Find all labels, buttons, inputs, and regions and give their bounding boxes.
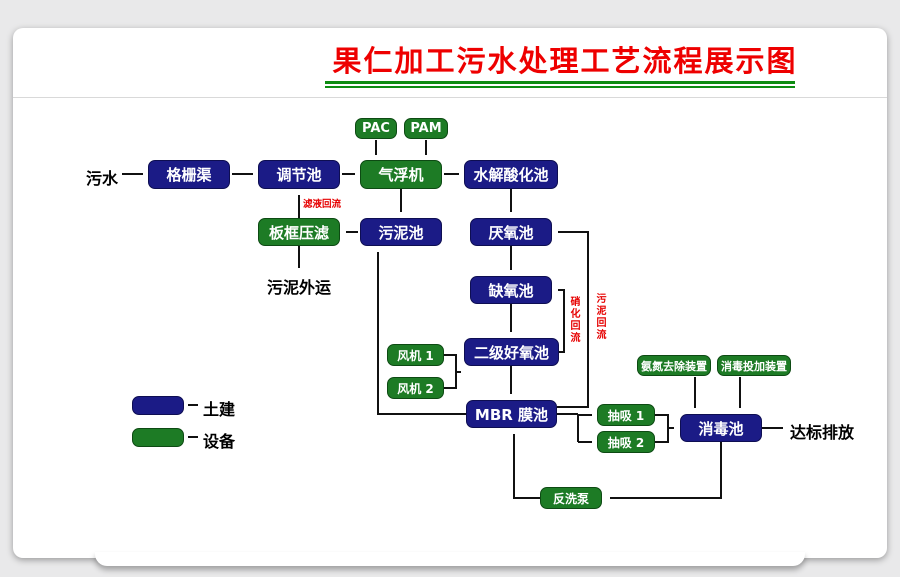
- node-fan2: 风机 2: [387, 377, 444, 399]
- filtrate-reflux-label: 滤液回流: [303, 199, 342, 210]
- node-backwash-pump: 反洗泵: [540, 487, 602, 509]
- title-underline-thick: [325, 81, 795, 84]
- node-fan1: 风机 1: [387, 344, 444, 366]
- legend-civil-label: 土建: [203, 400, 236, 419]
- page-curl: [95, 552, 805, 566]
- node-ammonia-removal: 氨氮去除装置: [637, 355, 711, 376]
- node-suction1: 抽吸 1: [597, 404, 655, 426]
- title-underline: [325, 81, 795, 88]
- title-underline-thin: [325, 86, 795, 88]
- node-pac: PAC: [355, 118, 397, 139]
- node-pam: PAM: [404, 118, 448, 139]
- legend-civil-swatch: [132, 396, 184, 415]
- node-plate-filter: 板框压滤: [258, 218, 340, 246]
- discharge-label: 达标排放: [790, 423, 855, 442]
- node-suction2: 抽吸 2: [597, 431, 655, 453]
- node-regulating-tank: 调节池: [258, 160, 340, 189]
- node-sludge-tank: 污泥池: [360, 218, 442, 246]
- node-grid-channel: 格栅渠: [148, 160, 230, 189]
- legend-equipment-label: 设备: [203, 432, 236, 451]
- sludge-reflux-label: 污泥回流: [594, 293, 605, 341]
- page-title: 果仁加工污水处理工艺流程展示图: [332, 44, 798, 78]
- nitrification-reflux-label: 硝化回流: [568, 296, 579, 344]
- node-hydrolysis-tank: 水解酸化池: [464, 160, 558, 189]
- legend-equipment-swatch: [132, 428, 184, 447]
- legend-civil-dash: [188, 404, 198, 406]
- node-disinfect-dosing: 消毒投加装置: [717, 355, 791, 376]
- inflow-label: 污水: [86, 169, 119, 188]
- node-anoxic-tank: 缺氧池: [470, 276, 552, 304]
- diagram-card: [13, 28, 887, 558]
- sludge-out-label: 污泥外运: [267, 278, 332, 297]
- legend-equipment-dash: [188, 436, 198, 438]
- node-air-flotation: 气浮机: [360, 160, 442, 189]
- node-aerobic-tank: 二级好氧池: [464, 338, 559, 366]
- header-divider: [13, 97, 887, 98]
- node-anaerobic-tank: 厌氧池: [470, 218, 552, 246]
- node-mbr-tank: MBR 膜池: [466, 400, 557, 428]
- node-disinfection-tank: 消毒池: [680, 414, 762, 442]
